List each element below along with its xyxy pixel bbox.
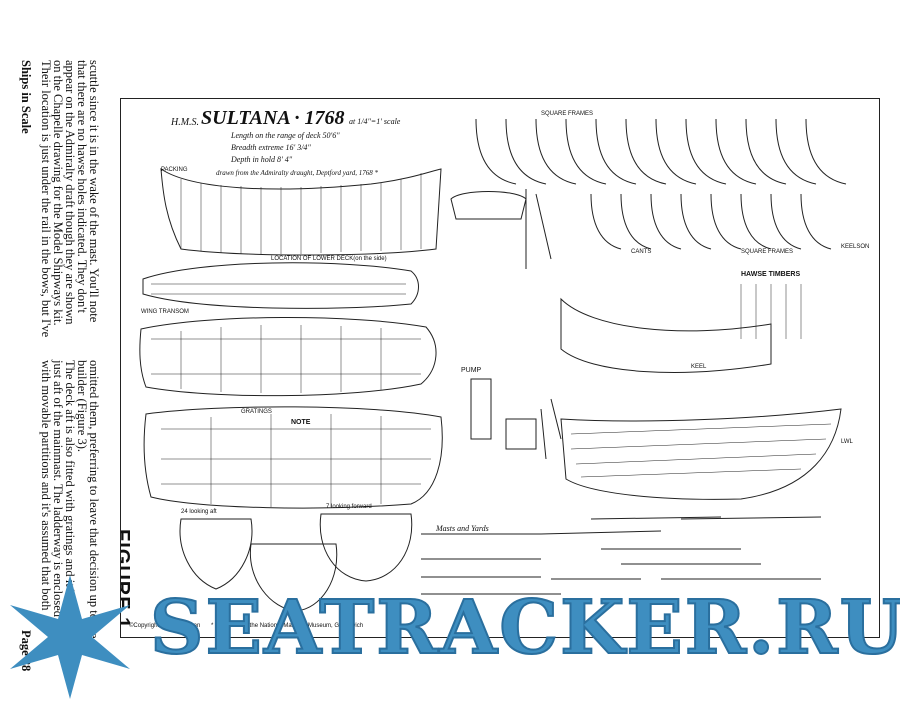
label-pump: PUMP [461,367,482,374]
label-packing: PACKING [161,167,188,173]
text-line: Their location is just under the rail in… [39,60,53,338]
source-note: drawn from the Admiralty draught, Deptfo… [216,169,379,177]
running-head: Ships in Scale [19,60,33,134]
hull-outboard [560,408,842,500]
label-hawse-timbers: HAWSE TIMBERS [741,271,801,278]
ship-plan-sheet: H.M.S. SULTANA · 1768 at 1/4"=1' scale L… [120,98,880,638]
text-line: that there are no hawse holes indicated.… [75,60,89,313]
label-keel: KEEL [691,364,707,370]
text-line: scuttle since it is in the wake of the m… [87,60,101,323]
text-line: appear on the Admiralty draft though the… [63,60,77,325]
drawing-scale: at 1/4"=1' scale [349,117,401,126]
label-note: NOTE [291,419,311,426]
label-cants: CANTS [631,249,652,255]
label-masts-and-yards: Masts and Yards [436,524,489,533]
label-gratings: GRATINGS [241,409,272,415]
label-looking-forward: 7 looking forward [326,504,372,510]
ship-plan-drawing [139,118,847,612]
label-lwl: LWL [841,439,853,445]
left-text-column: scuttle since it is in the wake of the m… [39,60,101,380]
watermark-text: SEATRACKER.RU [149,584,900,672]
section-aft [179,518,253,590]
inboard-profile [139,316,437,397]
label-keelson: KEELSON [841,244,870,250]
label-square-frames-2: SQUARE FRAMES [741,249,794,255]
label-looking-aft: 24 looking aft [181,509,217,515]
label-square-frames: SQUARE FRAMES [541,111,594,117]
deck-plan [142,262,419,309]
spec-breadth: Breadth extreme 16' 3/4" [231,143,311,152]
star-logo-icon [0,575,140,699]
spec-depth: Depth in hold 8' 4" [231,155,293,164]
text-line: on the Chapelle drawing for the Model Sh… [51,60,65,326]
spec-length: Length on the range of deck 50'6" [231,131,340,140]
section-fwd [319,513,413,582]
section-mid [249,543,338,612]
copyright: ©Copyright 1984 Taubman [129,623,201,629]
title-prefix: H.M.S. [171,117,200,128]
label-wing-transom: WING TRANSOM [141,309,189,315]
section-profile [143,406,443,509]
collection-note: * Collection of the National Maritime Mu… [211,623,364,629]
hull-profile [160,168,442,256]
label-lower-deck: LOCATION OF LOWER DECK(on the side) [271,256,387,262]
drawing-title: SULTANA · 1768 [201,107,345,129]
